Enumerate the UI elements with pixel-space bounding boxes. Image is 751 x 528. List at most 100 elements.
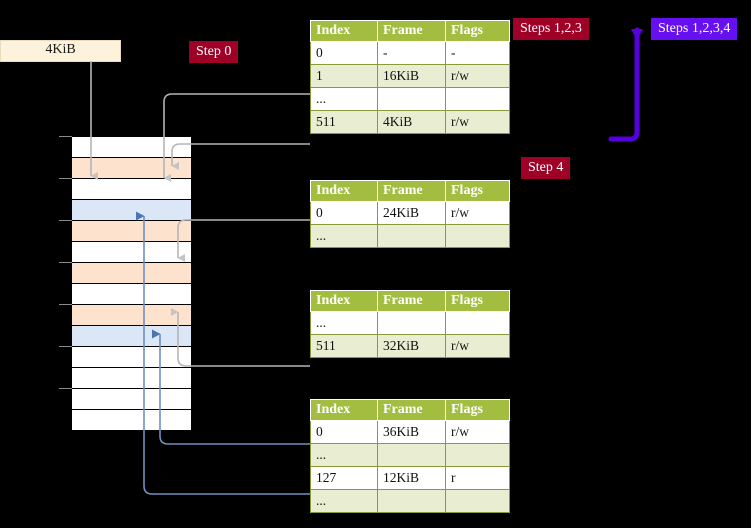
memory-scale-tick bbox=[59, 136, 72, 137]
cell-frame: 24KiB bbox=[377, 201, 446, 225]
cell-flags: - bbox=[445, 41, 510, 65]
cell-frame: - bbox=[377, 41, 446, 65]
memory-frame-row bbox=[72, 283, 191, 304]
column-header-flags: Flags bbox=[445, 180, 510, 202]
connector-pml4-row511-to-memory bbox=[171, 143, 310, 170]
memory-frame-row bbox=[72, 241, 191, 262]
memory-scale-tick bbox=[59, 178, 72, 179]
memory-frame-row bbox=[72, 409, 191, 430]
column-header-flags: Flags bbox=[445, 20, 510, 42]
memory-frame-row bbox=[72, 325, 191, 346]
table-row: ... bbox=[310, 443, 510, 467]
table-row: ... bbox=[310, 489, 510, 513]
size-box-4kib: 4KiB bbox=[0, 40, 121, 62]
cell-index: 127 bbox=[310, 466, 378, 490]
column-header-index: Index bbox=[310, 20, 378, 42]
connector-pdpt-row0-to-memory bbox=[177, 219, 310, 262]
cell-index: 0 bbox=[310, 420, 378, 444]
cell-frame: 4KiB bbox=[377, 110, 446, 134]
cell-index: 0 bbox=[310, 201, 378, 225]
cell-index: ... bbox=[310, 311, 378, 335]
cell-index: ... bbox=[310, 489, 378, 513]
cell-index: ... bbox=[310, 443, 378, 467]
badge-steps-1234-label: Steps 1,2,3,4 bbox=[658, 21, 731, 36]
cell-frame bbox=[377, 311, 446, 335]
column-header-index: Index bbox=[310, 290, 378, 312]
badge-step-0-label: Step 0 bbox=[196, 44, 232, 59]
cell-frame: 12KiB bbox=[377, 466, 446, 490]
cell-frame bbox=[377, 224, 446, 248]
memory-scale-tick bbox=[59, 346, 72, 347]
table-row: ... bbox=[310, 224, 510, 248]
column-header-frame: Frame bbox=[377, 180, 446, 202]
memory-scale-tick bbox=[59, 220, 72, 221]
memory-frame-row bbox=[72, 367, 191, 388]
physical-memory-column bbox=[71, 136, 192, 431]
badge-steps-123-label: Steps 1,2,3 bbox=[520, 21, 582, 36]
cell-flags: r bbox=[445, 466, 510, 490]
column-header-frame: Frame bbox=[377, 20, 446, 42]
badge-steps-123: Steps 1,2,3 bbox=[513, 18, 589, 40]
badge-step-0: Step 0 bbox=[189, 41, 239, 63]
cell-flags bbox=[445, 443, 510, 467]
cell-index: ... bbox=[310, 224, 378, 248]
column-header-index: Index bbox=[310, 399, 378, 421]
column-header-index: Index bbox=[310, 180, 378, 202]
memory-frame-row bbox=[72, 262, 191, 283]
badge-step-4-label: Step 4 bbox=[528, 160, 564, 175]
cell-index: 511 bbox=[310, 334, 378, 358]
memory-scale-tick bbox=[59, 388, 72, 389]
cell-index: 0 bbox=[310, 41, 378, 65]
memory-frame-row bbox=[72, 304, 191, 325]
badge-steps-1234: Steps 1,2,3,4 bbox=[651, 18, 738, 40]
cell-flags: r/w bbox=[445, 334, 510, 358]
cell-frame bbox=[377, 443, 446, 467]
cell-flags: r/w bbox=[445, 201, 510, 225]
column-header-flags: Flags bbox=[445, 399, 510, 421]
table-row: ... bbox=[310, 311, 510, 335]
table-row: ... bbox=[310, 87, 510, 111]
cell-frame: 36KiB bbox=[377, 420, 446, 444]
cell-frame: 32KiB bbox=[377, 334, 446, 358]
cell-frame bbox=[377, 489, 446, 513]
memory-frame-row bbox=[72, 220, 191, 241]
badge-step-4: Step 4 bbox=[521, 157, 571, 179]
size-box-label: 4KiB bbox=[45, 42, 76, 57]
memory-scale-tick bbox=[59, 262, 72, 263]
memory-frame-row bbox=[72, 388, 191, 409]
cell-index: ... bbox=[310, 87, 378, 111]
memory-frame-row bbox=[72, 157, 191, 178]
cell-flags: r/w bbox=[445, 64, 510, 88]
cell-flags: r/w bbox=[445, 110, 510, 134]
memory-frame-row bbox=[72, 136, 191, 157]
cell-frame: 16KiB bbox=[377, 64, 446, 88]
cell-flags bbox=[445, 224, 510, 248]
memory-scale-tick bbox=[59, 304, 72, 305]
memory-frame-row bbox=[72, 199, 191, 220]
cell-index: 511 bbox=[310, 110, 378, 134]
cell-flags: r/w bbox=[445, 420, 510, 444]
cell-index: 1 bbox=[310, 64, 378, 88]
table-row: 0-- bbox=[310, 41, 510, 65]
cell-frame bbox=[377, 87, 446, 111]
cell-flags bbox=[445, 311, 510, 335]
connector-pd-row511-to-memory bbox=[171, 308, 310, 367]
cell-flags bbox=[445, 87, 510, 111]
column-header-frame: Frame bbox=[377, 399, 446, 421]
memory-frame-row bbox=[72, 346, 191, 367]
